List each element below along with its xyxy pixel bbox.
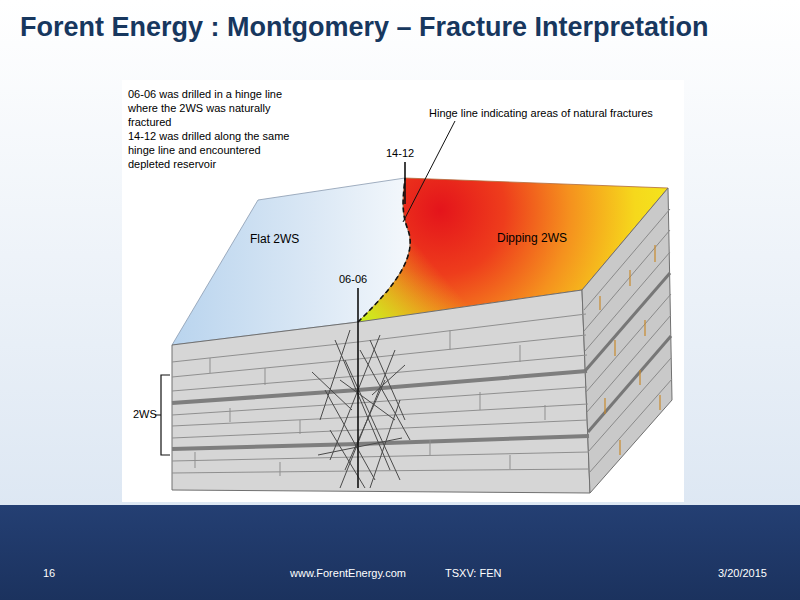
joint	[654, 245, 655, 262]
fracture	[318, 438, 402, 455]
joint	[300, 420, 301, 434]
fracture-swarm	[312, 330, 410, 488]
joint	[280, 462, 281, 476]
bed-joints	[195, 330, 545, 476]
joint	[619, 440, 620, 455]
fracture	[330, 430, 365, 488]
note-text: 06-06 was drilled in a hinge line where …	[128, 87, 306, 129]
joint	[265, 368, 266, 385]
joint	[430, 440, 431, 455]
joint	[545, 405, 546, 420]
joint	[520, 345, 521, 362]
fracture	[370, 340, 405, 420]
front-layers	[172, 314, 589, 473]
joint	[450, 330, 451, 350]
surface-label: Flat 2WS	[250, 232, 299, 246]
footer-url: www.ForentEnergy.com	[290, 566, 406, 580]
joint	[659, 395, 660, 410]
interval-label: 2WS	[133, 407, 157, 421]
layer-line	[586, 294, 671, 392]
well-bore	[404, 162, 406, 204]
dark-bed	[172, 371, 587, 403]
front-face	[172, 290, 590, 493]
joint	[629, 270, 630, 286]
fracture	[345, 380, 385, 470]
layer-line	[588, 358, 671, 452]
side-joints	[600, 245, 660, 455]
side-face	[582, 188, 672, 493]
layer-line	[172, 469, 589, 473]
layer-line	[585, 252, 670, 351]
surface-label: Dipping 2WS	[497, 231, 567, 245]
leader-line	[403, 121, 455, 222]
fracture	[372, 365, 405, 395]
well-bore	[357, 288, 359, 488]
fracture	[335, 340, 390, 470]
fracture	[360, 350, 410, 440]
layer-line	[584, 230, 670, 331]
joint	[614, 340, 615, 356]
footer-date: 3/20/2015	[718, 566, 767, 580]
layer-line	[172, 335, 586, 377]
layer-line	[588, 336, 671, 432]
fracture	[345, 360, 400, 480]
fracture	[340, 380, 395, 420]
layer-line	[585, 273, 670, 371]
side-layers	[584, 209, 672, 473]
joint	[210, 358, 211, 373]
well-label: 14-12	[386, 146, 414, 160]
joint	[510, 455, 511, 469]
joint	[195, 452, 196, 468]
fracture	[312, 372, 352, 410]
layer-line	[589, 379, 672, 473]
figure-frame	[122, 80, 684, 502]
layer-line	[587, 315, 671, 412]
hinge-line	[358, 178, 410, 322]
interval-bracket	[155, 375, 170, 455]
joint	[604, 398, 605, 414]
joint	[639, 370, 640, 385]
footer-ticker: TSXV: FEN	[445, 566, 501, 580]
callout-text: Hinge line indicating areas of natural f…	[429, 106, 653, 120]
layer-line	[584, 209, 670, 310]
slide-title: Forent Energy : Montgomery – Fracture In…	[20, 12, 709, 43]
joint	[230, 408, 231, 422]
page-number: 16	[43, 566, 55, 580]
well-label: 06-06	[339, 272, 367, 286]
fracture	[320, 330, 350, 420]
joint	[599, 296, 600, 310]
fracture	[330, 335, 380, 460]
joint	[644, 320, 645, 336]
footer-band	[0, 505, 800, 600]
joint	[480, 392, 481, 410]
note-text: 14-12 was drilled along the same hinge l…	[128, 129, 296, 171]
